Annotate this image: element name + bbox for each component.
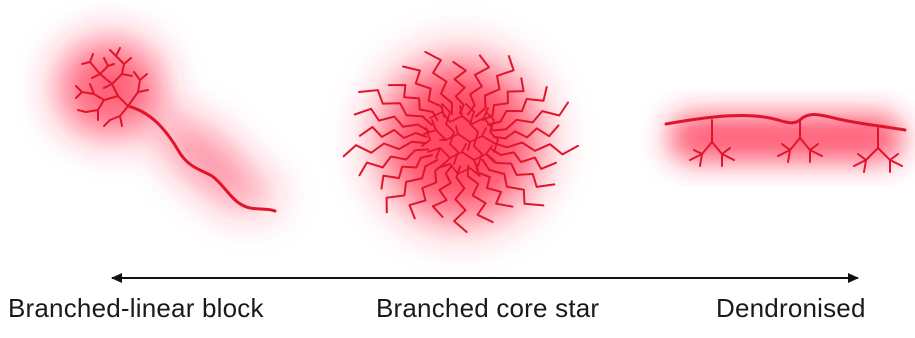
branched-linear-block-diagram [58, 40, 280, 214]
label-branched-linear-block: Branched-linear block [8, 293, 264, 324]
branched-core-star-diagram [344, 45, 578, 235]
branched-linear-glow [58, 40, 280, 214]
star-glow [365, 45, 555, 235]
label-branched-core-star: Branched core star [376, 293, 599, 324]
dendronised-diagram [666, 114, 905, 172]
label-dendronised: Dendronised [716, 293, 866, 324]
